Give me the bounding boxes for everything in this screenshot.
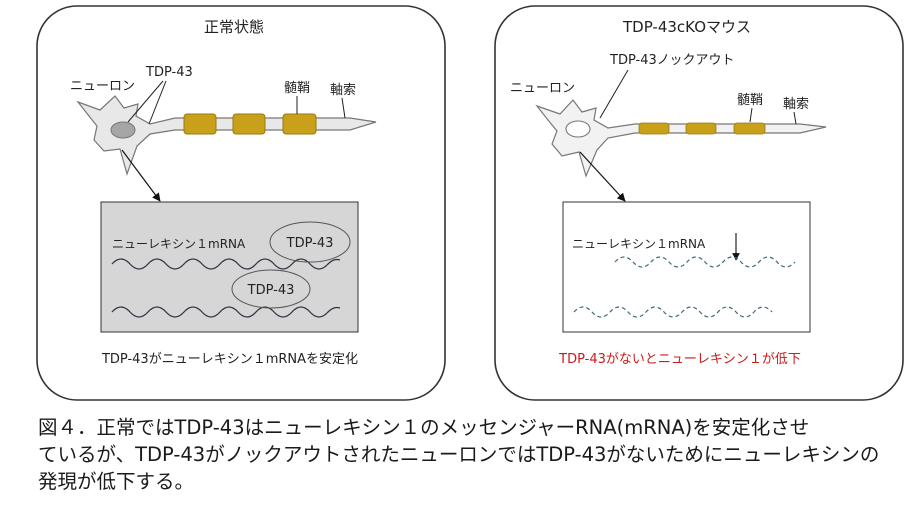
- caption-line: 発現が低下する。: [38, 468, 908, 495]
- label-tdp43: TDP-43: [145, 65, 193, 80]
- mrna-box-normal: [101, 202, 358, 332]
- figure-caption: 図４．正常ではTDP-43はニューレキシン１のメッセンジャーRNA(mRNA)を…: [38, 414, 908, 495]
- myelin-segment: [639, 123, 669, 134]
- panel-normal-title: 正常状態: [204, 18, 264, 36]
- label-axon: 軸索: [783, 97, 809, 112]
- label-neuron: ニューロン: [510, 81, 575, 96]
- myelin-segment: [233, 114, 265, 134]
- mrna-label: ニューレキシン１mRNA: [112, 237, 246, 251]
- mrna-label: ニューレキシン１mRNA: [572, 237, 706, 251]
- nucleus: [111, 122, 135, 138]
- label-axon: 軸索: [330, 83, 356, 98]
- myelin-segment: [686, 123, 716, 134]
- myelin-segment: [184, 114, 216, 134]
- panel-cko-title: TDP-43cKOマウス: [622, 18, 751, 36]
- tdp43-protein-label: TDP-43: [247, 283, 295, 298]
- label-myelin: 髄鞘: [284, 81, 310, 96]
- caption-line: 図４．正常ではTDP-43はニューレキシン１のメッセンジャーRNA(mRNA)を…: [38, 414, 908, 441]
- label-knockout: TDP-43ノックアウト: [609, 53, 734, 68]
- nucleus: [566, 121, 590, 137]
- caption-line: ているが、TDP-43がノックアウトされたニューロンではTDP-43がないために…: [38, 441, 908, 468]
- label-myelin: 髄鞘: [737, 93, 763, 108]
- panel-normal: 正常状態 ニューロン TDP-43 髄鞘 軸索 ニューレキシン１mRNA TDP…: [37, 6, 445, 400]
- myelin-segment: [283, 114, 316, 134]
- tdp43-protein-label: TDP-43: [286, 236, 334, 251]
- myelin-segment: [734, 123, 765, 134]
- mrna-box-cko: [563, 202, 810, 332]
- conclusion-cko: TDP-43がないとニューレキシン１が低下: [558, 352, 801, 367]
- conclusion-normal: TDP-43がニューレキシン１mRNAを安定化: [101, 352, 358, 367]
- panel-cko: TDP-43cKOマウス TDP-43ノックアウト ニューロン 髄鞘 軸索 ニュ…: [495, 6, 903, 400]
- label-neuron: ニューロン: [70, 79, 135, 94]
